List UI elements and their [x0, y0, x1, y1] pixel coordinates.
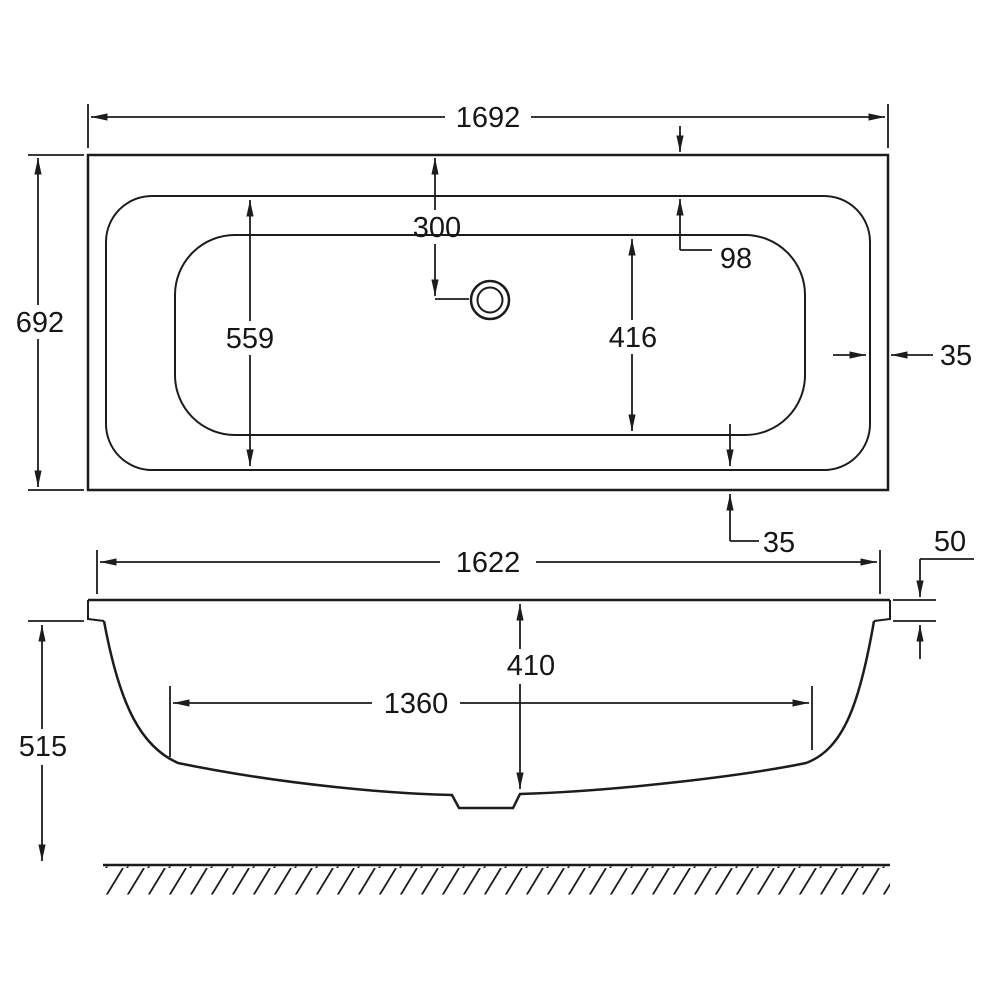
dim-rim-end-width: 98: [676, 126, 752, 275]
dim-drain-offset: 300: [413, 158, 469, 300]
dim-rim-end-width-label: 98: [720, 243, 752, 275]
dim-bottom-rim-gap: 35: [726, 424, 795, 559]
side-body-profile: [102, 620, 876, 810]
dim-overall-length-label: 1692: [456, 102, 521, 134]
dim-rim-length-label: 1622: [456, 547, 521, 579]
dim-rim-height: 50: [893, 526, 974, 659]
dim-overall-height: 515: [19, 620, 84, 861]
dim-base-length: 1360: [169, 686, 813, 757]
dim-overall-width: 692: [16, 154, 84, 491]
dim-overall-height-label: 515: [19, 731, 67, 763]
side-view: 1622 50 410 1360: [19, 526, 974, 895]
dim-overall-length: 1692: [87, 102, 889, 148]
dim-bottom-rim-gap-label: 35: [763, 527, 795, 559]
dim-base-length-label: 1360: [384, 688, 449, 720]
plan-view: 1692 692 300 98 559: [16, 102, 972, 559]
dim-inner-depth: 410: [507, 604, 555, 789]
floor: [103, 863, 890, 895]
dim-inner-width-rim: 559: [226, 200, 274, 466]
floor-hatching: [104, 866, 890, 895]
dim-inner-width-base: 416: [609, 239, 657, 431]
dim-side-rim-gap: 35: [833, 340, 972, 372]
dim-inner-depth-label: 410: [507, 650, 555, 682]
drain-inner-ring: [476, 286, 504, 314]
side-left-lip: [87, 600, 105, 622]
plan-rim-inner-edge: [105, 195, 871, 471]
dim-inner-width-base-label: 416: [609, 322, 657, 354]
dim-inner-width-rim-label: 559: [226, 323, 274, 355]
dim-side-rim-gap-label: 35: [940, 340, 972, 372]
plan-basin-edge: [174, 234, 806, 436]
dim-rim-length: 1622: [96, 547, 881, 594]
dim-overall-width-label: 692: [16, 307, 64, 339]
dim-rim-height-label: 50: [934, 526, 966, 558]
dim-drain-offset-label: 300: [413, 212, 461, 244]
plan-outer-edge: [86, 153, 890, 492]
side-right-lip: [873, 600, 891, 622]
drain-outer-ring: [469, 279, 511, 321]
